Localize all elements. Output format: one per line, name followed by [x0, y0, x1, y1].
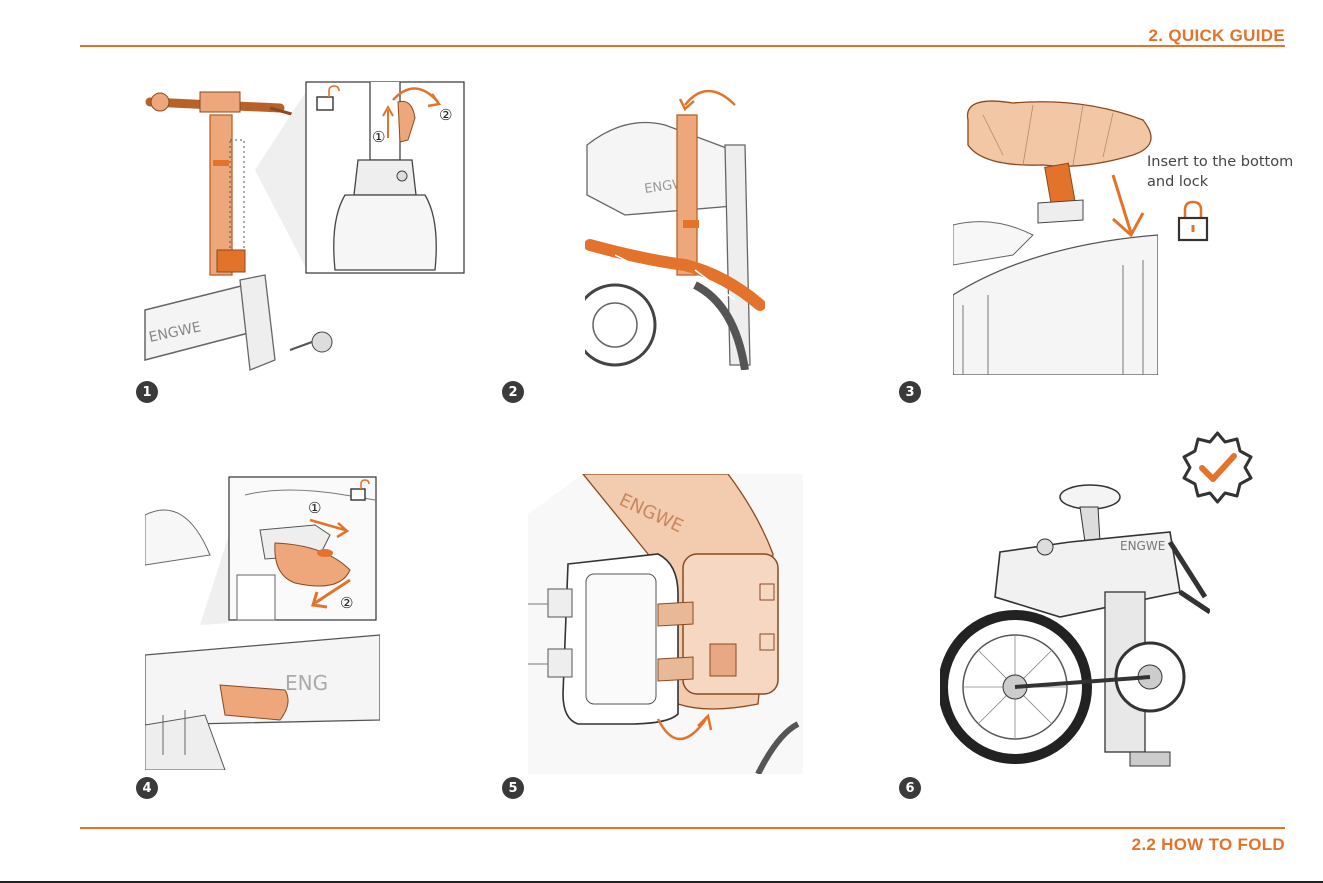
callout-two-step-4: ②: [340, 594, 353, 612]
verified-check-badge-icon: [1180, 430, 1255, 505]
step-5-badge: 5: [502, 777, 524, 799]
lock-icon: [1175, 200, 1211, 242]
callout-one: ①: [372, 128, 385, 146]
step-3-instruction-line-1: Insert to the bottom: [1147, 152, 1317, 172]
callout-one-step-4: ①: [308, 499, 321, 517]
step-3-badge: 3: [899, 381, 921, 403]
page-section-title: 2. QUICK GUIDE: [1149, 26, 1285, 46]
step-4-illustration: ENG ① ②: [145, 475, 380, 770]
step-4-badge: 4: [136, 777, 158, 799]
header-divider: [80, 45, 1285, 47]
footer-divider: [80, 827, 1285, 829]
step-1-illustration: ENGWE ① ②: [140, 80, 470, 375]
step-3-instruction-line-2: and lock: [1147, 172, 1317, 192]
svg-text:ENG: ENG: [285, 671, 328, 695]
step-2-illustration: ENGWE: [585, 85, 765, 370]
step-3-illustration: [953, 95, 1158, 375]
callout-two: ②: [439, 106, 452, 124]
step-5-illustration: ENGWE: [528, 474, 803, 774]
step-6-illustration: ENGWE: [940, 482, 1210, 777]
page-subsection-title: 2.2 HOW TO FOLD: [1132, 835, 1285, 855]
svg-text:ENGWE: ENGWE: [1120, 539, 1165, 553]
step-2-badge: 2: [502, 381, 524, 403]
step-1-badge: 1: [136, 381, 158, 403]
step-3-instruction: Insert to the bottom and lock: [1147, 152, 1317, 192]
step-6-badge: 6: [899, 777, 921, 799]
